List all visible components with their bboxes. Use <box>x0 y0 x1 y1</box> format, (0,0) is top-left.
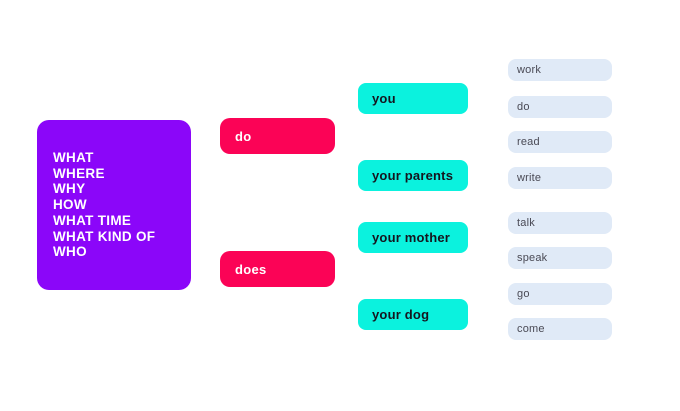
question-word-line: WHAT <box>53 150 94 166</box>
verb-pill-go: go <box>508 283 612 305</box>
verb-pill-label: do <box>517 101 530 113</box>
subject-card-label: you <box>372 91 396 106</box>
verb-pill-label: work <box>517 64 542 76</box>
question-word-line: WHY <box>53 181 86 197</box>
question-words-card: WHAT WHERE WHY HOW WHAT TIME WHAT KIND O… <box>37 120 191 290</box>
question-word-line: WHAT KIND OF <box>53 228 156 244</box>
question-word-line: HOW <box>53 197 87 213</box>
auxiliary-card-do: do <box>220 118 335 154</box>
auxiliary-card-does: does <box>220 251 335 287</box>
verb-pill-do: do <box>508 96 612 118</box>
verb-pill-speak: speak <box>508 247 612 269</box>
subject-card-label: your mother <box>372 230 451 245</box>
auxiliary-card-label: does <box>235 261 267 277</box>
subject-card-label: your parents <box>372 168 454 183</box>
question-word-line: WHO <box>53 244 87 260</box>
subject-card-your-parents: your parents <box>358 160 468 191</box>
subject-card-your-mother: your mother <box>358 222 468 253</box>
verb-pill-talk: talk <box>508 212 612 234</box>
verb-pill-label: write <box>517 172 542 184</box>
verb-pill-work: work <box>508 59 612 81</box>
verb-pill-come: come <box>508 318 612 340</box>
verb-pill-write: write <box>508 167 612 189</box>
verb-pill-label: read <box>517 136 540 148</box>
question-word-line: WHERE <box>53 165 105 181</box>
verb-pill-label: speak <box>517 252 548 264</box>
verb-pill-label: come <box>517 323 545 335</box>
auxiliary-card-label: do <box>235 128 252 144</box>
verb-pill-label: talk <box>517 217 535 229</box>
question-word-line: WHAT TIME <box>53 212 132 228</box>
subject-card-you: you <box>358 83 468 114</box>
verb-pill-read: read <box>508 131 612 153</box>
subject-card-your-dog: your dog <box>358 299 468 330</box>
subject-card-label: your dog <box>372 307 430 322</box>
verb-pill-label: go <box>517 288 530 300</box>
